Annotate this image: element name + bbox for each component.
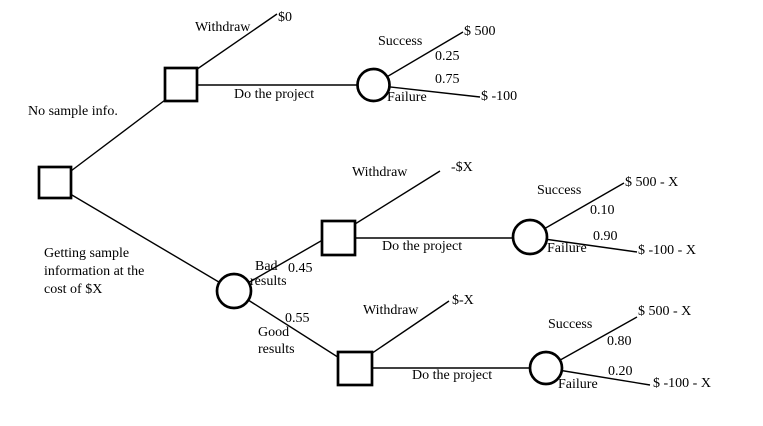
node-bad-project-chance xyxy=(511,218,549,256)
branch-label-top-withdraw: Withdraw xyxy=(195,20,251,35)
payoff-label-bot-failure: $ -100 - X xyxy=(653,376,711,391)
branch-label-getting-sample-line3: cost of $X xyxy=(44,282,103,297)
branch-label-top-do-project: Do the project xyxy=(234,87,315,102)
branch-label-top-failure: Failure xyxy=(387,90,427,105)
node-root-decision xyxy=(37,165,73,200)
payoff-label-top-withdraw: $0 xyxy=(278,10,292,25)
edge-bot-failure xyxy=(545,367,651,386)
branch-label-no-sample-info: No sample info. xyxy=(28,104,118,119)
branch-label-bot-withdraw: Withdraw xyxy=(363,303,419,318)
node-no-sample-decision xyxy=(163,66,199,103)
branch-label-mid-do-project: Do the project xyxy=(382,239,463,254)
probability-label-bot-failure: 0.20 xyxy=(608,364,633,379)
branch-label-mid-withdraw: Withdraw xyxy=(352,165,408,180)
edge-top-withdraw xyxy=(189,13,278,75)
probability-label-bad-results: 0.45 xyxy=(288,261,313,276)
probability-label-mid-failure: 0.90 xyxy=(593,229,618,244)
node-good-project-chance xyxy=(528,350,564,386)
branch-label-bad-results-line1: Bad xyxy=(255,259,278,274)
branch-label-bot-failure: Failure xyxy=(558,377,598,392)
branch-label-getting-sample: Getting sample information at the cost o… xyxy=(44,245,144,299)
branch-label-good-results-line1: Good xyxy=(258,325,290,340)
node-good-results-decision xyxy=(336,350,374,387)
branch-label-bot-success: Success xyxy=(548,317,593,332)
payoff-label-mid-success: $ 500 - X xyxy=(625,175,679,190)
branch-label-bot-do-project: Do the project xyxy=(412,368,493,383)
probability-label-good-results: 0.55 xyxy=(285,311,310,326)
branch-label-getting-sample-line2: information at the xyxy=(44,264,145,279)
probability-label-mid-success: 0.10 xyxy=(590,203,615,218)
branch-label-good-results-line2: results xyxy=(258,342,295,357)
probability-label-bot-success: 0.80 xyxy=(607,334,632,349)
payoff-label-mid-withdraw: -$X xyxy=(451,160,473,175)
node-sample-outcome-chance xyxy=(215,272,253,310)
branch-label-getting-sample-line1: Getting sample xyxy=(44,246,130,261)
branch-label-top-success: Success xyxy=(378,34,423,49)
branch-label-bad-results-line2: results xyxy=(250,274,287,289)
probability-label-top-failure: 0.75 xyxy=(435,72,460,87)
edge-good-results xyxy=(233,290,356,369)
payoff-label-mid-failure: $ -100 - X xyxy=(638,243,696,258)
payoff-label-top-failure: $ -100 xyxy=(481,89,518,104)
payoff-label-bot-success: $ 500 - X xyxy=(638,304,692,319)
branch-label-mid-failure: Failure xyxy=(547,241,587,256)
edge-mid-withdraw xyxy=(346,170,441,230)
edge-sample xyxy=(54,184,235,292)
edge-no-sample xyxy=(54,87,182,184)
node-no-sample-chance xyxy=(356,67,391,103)
node-bad-results-decision xyxy=(320,219,357,257)
edge-bot-withdraw xyxy=(361,300,450,361)
probability-label-top-success: 0.25 xyxy=(435,49,460,64)
edge-bot-success xyxy=(545,316,638,369)
edge-top-failure xyxy=(372,84,481,98)
payoff-label-top-success: $ 500 xyxy=(464,24,496,39)
branch-label-mid-success: Success xyxy=(537,183,582,198)
payoff-label-bot-withdraw: $-X xyxy=(452,293,474,308)
